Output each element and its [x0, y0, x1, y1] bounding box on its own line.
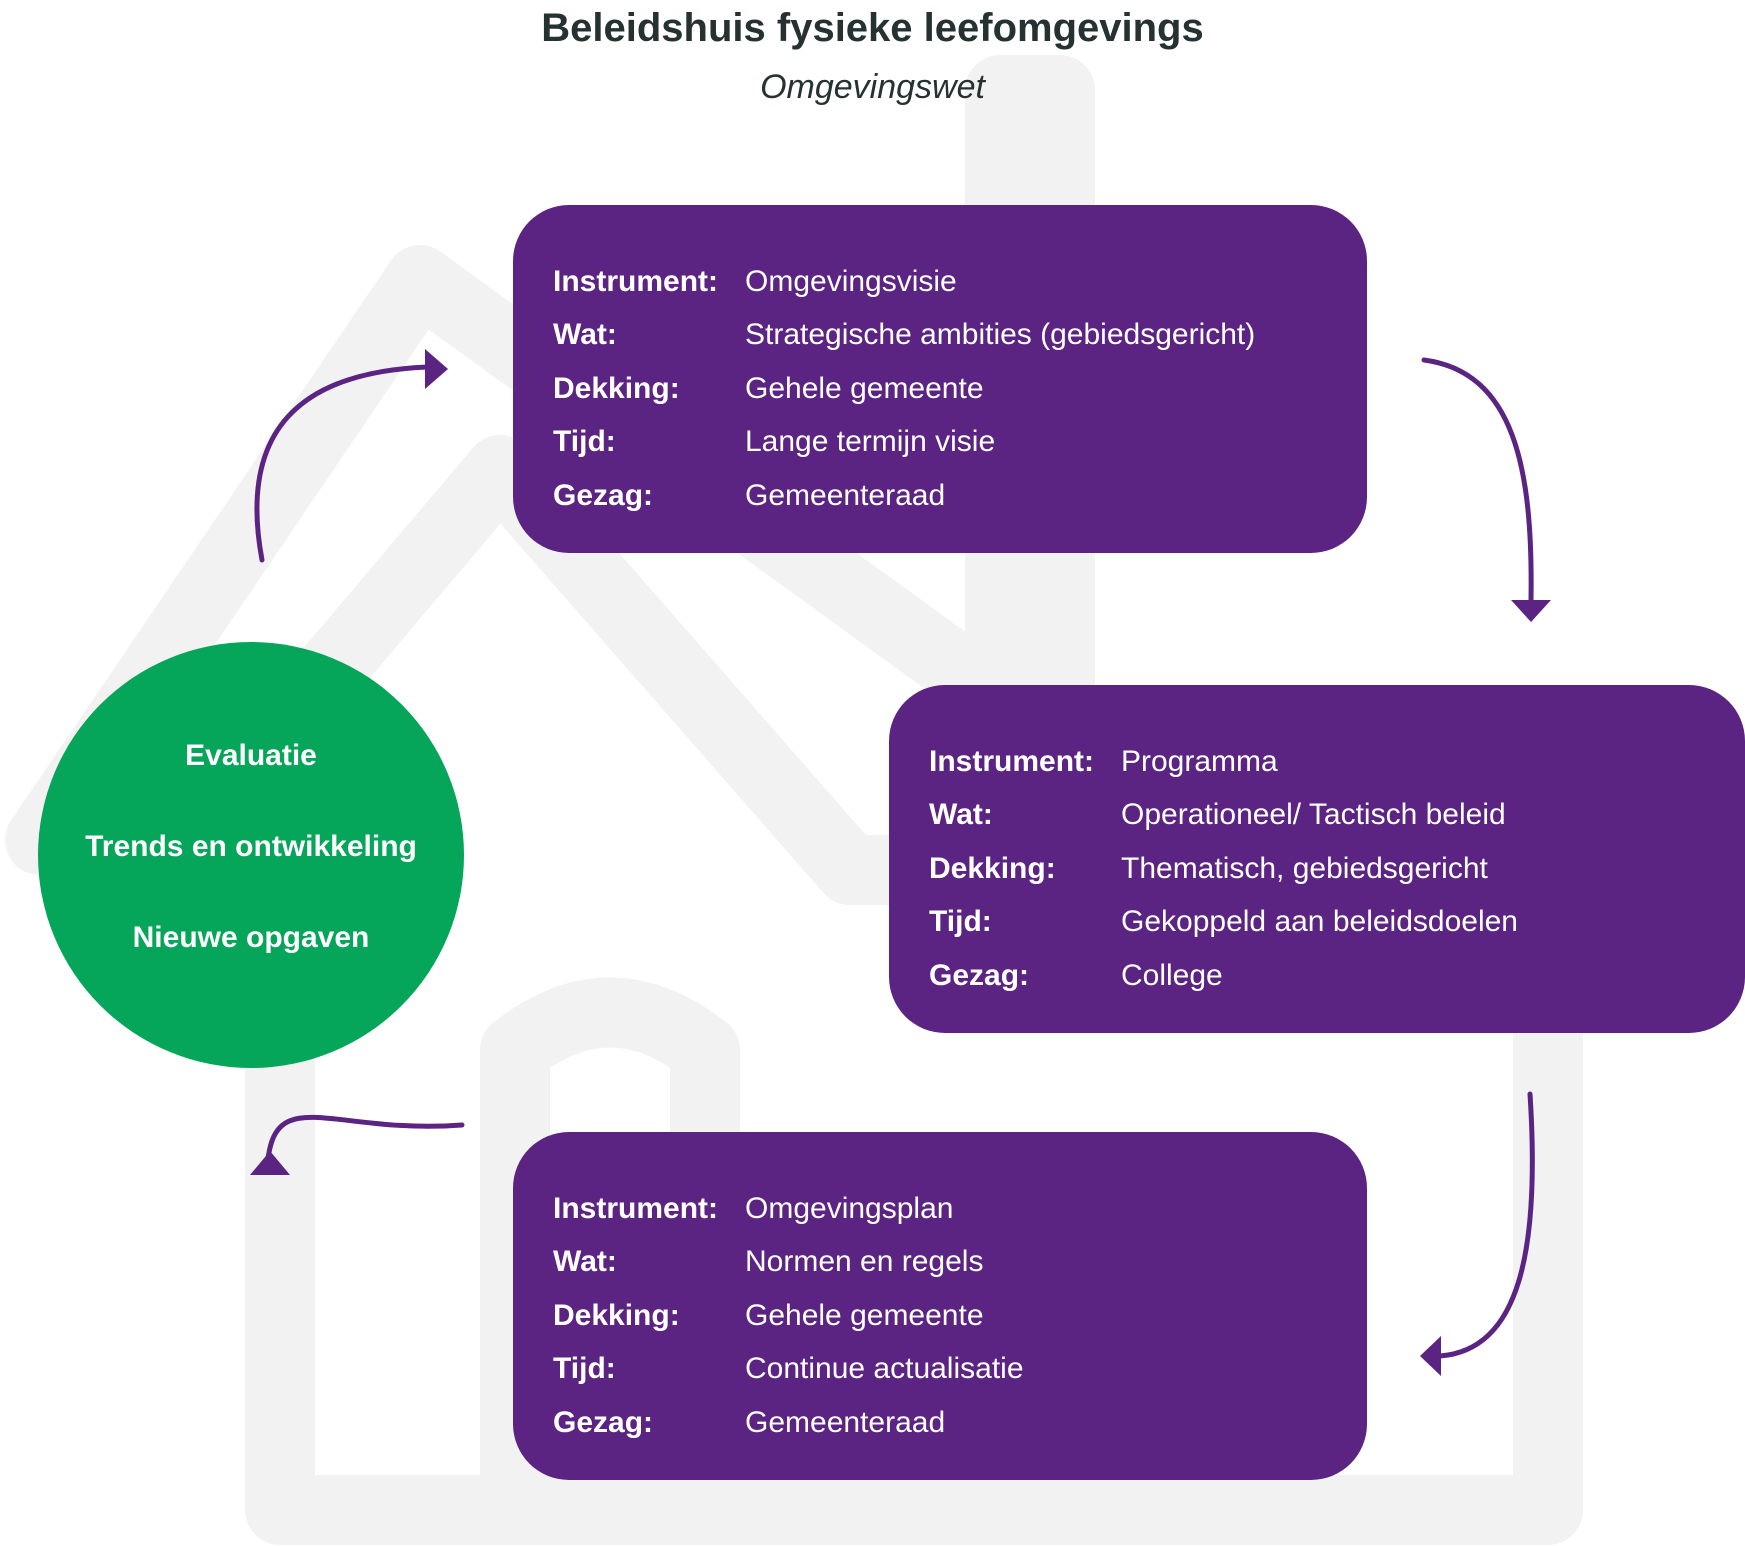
row-value: Operationeel/ Tactisch beleid	[1121, 798, 1506, 832]
row-value: Programma	[1121, 744, 1278, 778]
row-label: Wat:	[553, 1245, 617, 1279]
row-value: Omgevingsplan	[745, 1191, 954, 1225]
row-label: Tijd:	[929, 905, 992, 939]
row-label: Instrument:	[929, 744, 1094, 778]
card-row: Gezag: Gemeenteraad	[553, 1396, 1367, 1450]
circle-line-opgaven: Nieuwe opgaven	[132, 921, 370, 954]
card-row: Instrument: Omgevingsvisie	[553, 255, 1367, 309]
evaluation-circle: Evaluatie Trends en ontwikkeling Nieuwe …	[38, 642, 464, 1068]
row-value: Gehele gemeente	[745, 371, 984, 405]
row-label: Tijd:	[553, 425, 616, 459]
row-value: Continue actualisatie	[745, 1352, 1024, 1386]
row-value: Gemeenteraad	[745, 1405, 946, 1439]
row-label: Gezag:	[929, 958, 1030, 992]
card-row: Gezag: College	[929, 949, 1745, 1003]
row-value: College	[1121, 958, 1223, 992]
card-row: Tijd: Continue actualisatie	[553, 1343, 1367, 1397]
card-programma: Instrument: Programma Wat: Operationeel/ T…	[889, 685, 1745, 1033]
arrow-circle-to-visie	[254, 364, 431, 563]
arrowhead-down-icon	[1511, 600, 1551, 622]
row-label: Instrument:	[553, 1191, 718, 1225]
row-label: Wat:	[929, 798, 993, 832]
circle-line-evaluatie: Evaluatie	[185, 739, 317, 772]
row-value: Omgevingsvisie	[745, 264, 957, 298]
card-row: Dekking: Gehele gemeente	[553, 1289, 1367, 1343]
card-row: Instrument: Programma	[929, 735, 1745, 789]
row-label: Tijd:	[553, 1352, 616, 1386]
arrowhead-right-icon	[425, 349, 448, 389]
row-value: Gehele gemeente	[745, 1298, 984, 1332]
page-title: Beleidshuis fysieke leefomgevings	[541, 6, 1204, 50]
card-row: Wat: Strategische ambities (gebiedsgerich…	[553, 309, 1367, 363]
row-label: Gezag:	[553, 1405, 654, 1439]
row-value: Strategische ambities (gebiedsgericht)	[745, 318, 1256, 352]
arrow-programma-to-plan	[1437, 1091, 1535, 1359]
row-label: Wat:	[553, 318, 617, 352]
circle-line-trends: Trends en ontwikkeling	[85, 830, 417, 863]
row-label: Instrument:	[553, 264, 718, 298]
arrowhead-left-icon	[1420, 1336, 1441, 1376]
row-value: Normen en regels	[745, 1245, 984, 1279]
row-label: Gezag:	[553, 478, 654, 512]
row-value: Lange termijn visie	[745, 425, 996, 459]
arrow-visie-to-programma	[1421, 357, 1534, 603]
card-row: Wat: Normen en regels	[553, 1236, 1367, 1290]
row-value: Thematisch, gebiedsgericht	[1121, 851, 1488, 885]
card-row: Tijd: Gekoppeld aan beleidsdoelen	[929, 896, 1745, 950]
arrowhead-up-icon	[250, 1151, 290, 1175]
card-omgevingsvisie: Instrument: Omgevingsvisie Wat: Strategisc…	[513, 205, 1367, 553]
row-label: Dekking:	[553, 371, 680, 405]
card-row: Instrument: Omgevingsplan	[553, 1182, 1367, 1236]
card-row: Tijd: Lange termijn visie	[553, 416, 1367, 470]
card-row: Dekking: Gehele gemeente	[553, 362, 1367, 416]
card-row: Wat: Operationeel/ Tactisch beleid	[929, 789, 1745, 843]
card-row: Gezag: Gemeenteraad	[553, 469, 1367, 523]
card-omgevingsplan: Instrument: Omgevingsplan Wat: Normen en r…	[513, 1132, 1367, 1480]
row-label: Dekking:	[929, 851, 1056, 885]
row-value: Gekoppeld aan beleidsdoelen	[1121, 905, 1518, 939]
page-subtitle: Omgevingswet	[760, 68, 985, 106]
house-door-outline	[480, 977, 740, 1530]
arrow-plan-to-circle	[264, 1114, 465, 1173]
row-value: Gemeenteraad	[745, 478, 946, 512]
card-row: Dekking: Thematisch, gebiedsgericht	[929, 842, 1745, 896]
row-label: Dekking:	[553, 1298, 680, 1332]
